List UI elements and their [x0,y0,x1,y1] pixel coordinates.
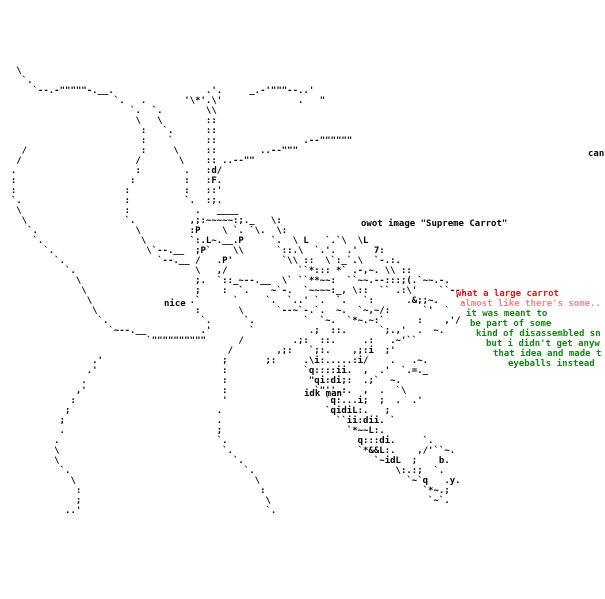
chat-message: that idea and made t [493,349,602,359]
image-title-label: owot image "Supreme Carrot" [361,219,508,229]
chat-message: what a large carrot [456,289,559,299]
chat-message: eyeballs instead [508,359,595,369]
chat-message: kind of disassembled sn [476,329,601,339]
label-nice: nice [164,299,186,309]
chat-message: almost like there's some.. [460,299,601,309]
chat-message: it was meant to [466,309,548,319]
label-can: can [588,149,605,159]
label-idk-man: idk man [304,389,342,399]
supreme-carrot-ascii-art: \ `. `--.-"""""-.__. .'. _.-'"""--..' `.… [10,66,466,516]
chat-message: but i didn't get anyw [486,339,600,349]
chat-message: be part of some [470,319,552,329]
